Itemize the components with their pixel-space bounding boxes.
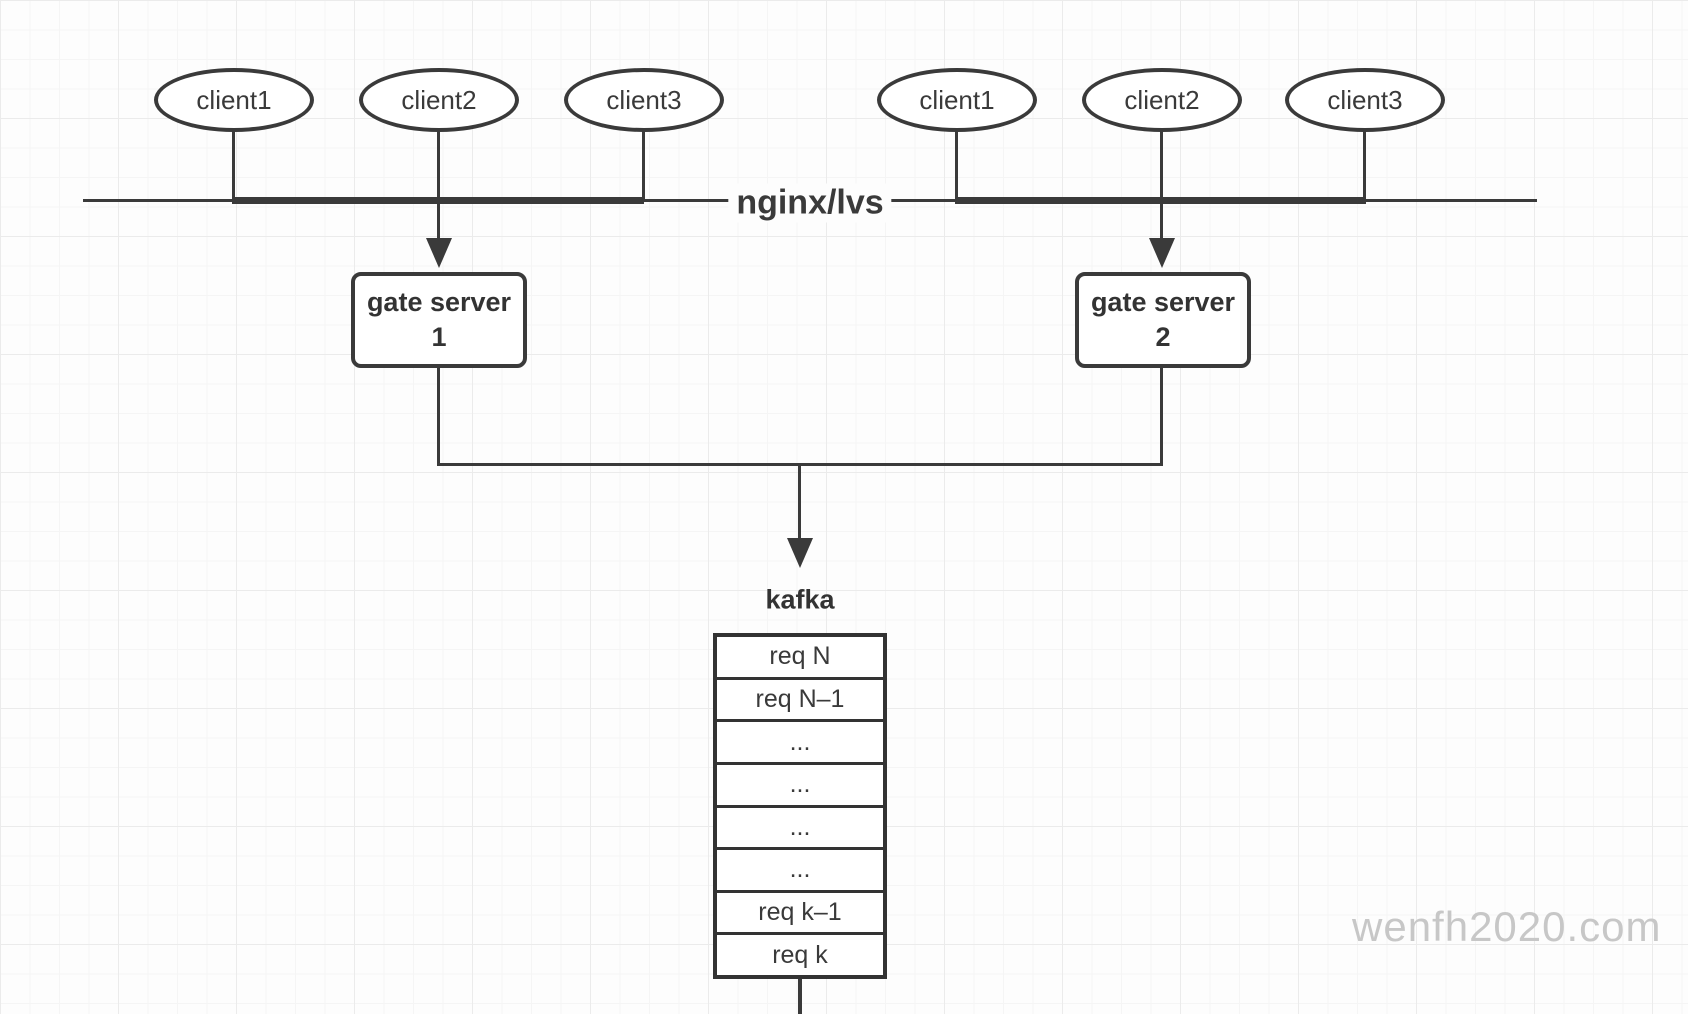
arrowhead-gate1-icon bbox=[426, 238, 452, 268]
kafka-label: kafka bbox=[765, 584, 835, 615]
client-node: client2 bbox=[359, 68, 519, 132]
kafka-queue: req N req N–1 ... ... ... ... req k–1 re… bbox=[713, 633, 887, 979]
client-label: client2 bbox=[401, 84, 477, 115]
client-node: client1 bbox=[154, 68, 314, 132]
client-node: client2 bbox=[1082, 68, 1242, 132]
arrowhead-gate2-icon bbox=[1149, 238, 1175, 268]
gate-server-2-node: gate server 2 bbox=[1075, 272, 1251, 368]
gate-server-title: gate server bbox=[1090, 286, 1236, 317]
queue-row: req N–1 bbox=[717, 680, 883, 723]
queue-row: req N bbox=[717, 637, 883, 680]
arrow-client2-left-shaft bbox=[437, 130, 440, 242]
gate-server-title: gate server bbox=[366, 286, 512, 317]
gate-server-number: 1 bbox=[431, 322, 447, 352]
client-label: client3 bbox=[606, 84, 682, 115]
client-label: client2 bbox=[1124, 84, 1200, 115]
gate-server-1-node: gate server 1 bbox=[351, 272, 527, 368]
client-label: client1 bbox=[919, 84, 995, 115]
watermark: wenfh2020.com bbox=[1352, 903, 1662, 950]
bus-label: nginx/lvs bbox=[728, 183, 892, 223]
queue-row: ... bbox=[717, 765, 883, 808]
client-label: client3 bbox=[1327, 84, 1403, 115]
arrowhead-kafka-icon bbox=[787, 538, 813, 568]
connector-gate2-down bbox=[1160, 368, 1163, 466]
client-node: client1 bbox=[877, 68, 1037, 132]
client-node: client3 bbox=[564, 68, 724, 132]
queue-row: req k bbox=[772, 940, 828, 969]
queue-row: ... bbox=[717, 808, 883, 851]
queue-row: req k–1 bbox=[717, 893, 883, 936]
queue-row: ... bbox=[717, 850, 883, 893]
queue-row: ... bbox=[717, 722, 883, 765]
client-label: client1 bbox=[196, 84, 272, 115]
connector-client3-left bbox=[642, 130, 645, 200]
gate-server-number: 2 bbox=[1155, 322, 1171, 352]
connector-client1-left bbox=[232, 130, 235, 200]
arrow-client2-right-shaft bbox=[1160, 130, 1163, 242]
client-node: client3 bbox=[1285, 68, 1445, 132]
connector-client3-right bbox=[1363, 130, 1366, 200]
connector-client1-right bbox=[955, 130, 958, 200]
connector-gate1-down bbox=[437, 368, 440, 466]
arrow-kafka-shaft bbox=[798, 463, 801, 545]
connector-queue-tail bbox=[798, 979, 802, 1014]
